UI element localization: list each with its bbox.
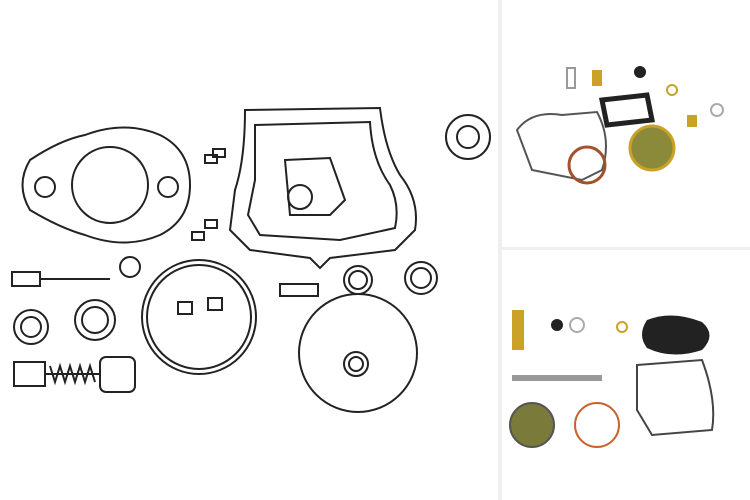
carburetor-kit-line-drawing-icon <box>11 106 491 413</box>
main-product-image[interactable] <box>0 0 498 500</box>
thumbnail-divider <box>502 247 750 250</box>
carburetor-kit-photo-2-icon <box>509 310 715 448</box>
carburetor-kit-photo-1-icon <box>515 66 724 185</box>
thumbnail-1[interactable] <box>502 0 750 247</box>
thumbnail-2[interactable] <box>502 250 750 500</box>
gallery-divider <box>498 0 502 500</box>
